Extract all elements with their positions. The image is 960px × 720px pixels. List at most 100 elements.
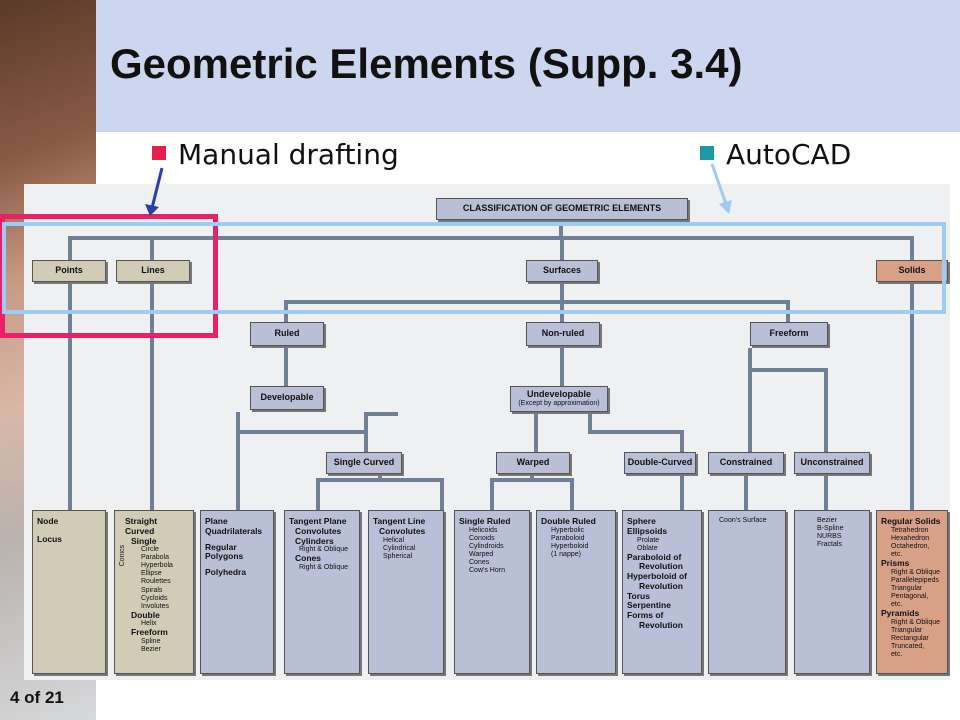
list-item: Cones: [469, 558, 490, 566]
list-item: Cow's Horn: [469, 567, 505, 574]
single-ruled-label: Single Ruled: [459, 516, 511, 526]
straight-label: Straight: [125, 516, 158, 526]
list-item: Octahedron,: [891, 542, 930, 550]
list-item: Torus: [627, 590, 650, 601]
single-label: Single: [131, 535, 157, 546]
double-label: Double: [131, 609, 160, 620]
square-bullet-icon: [700, 146, 714, 160]
pyramids-label: Pyramids: [881, 607, 920, 618]
locus-label: Locus: [37, 533, 63, 544]
slide-number: 4 of 21: [10, 688, 64, 707]
cones-label: Cones: [295, 553, 321, 564]
unconstrained-column: Bezier B-Spline NURBS Fractals: [794, 510, 870, 674]
list-item: Rectangular: [891, 634, 929, 642]
legend-autocad-label: AutoCAD: [726, 138, 852, 171]
list-item: Helix: [141, 620, 157, 628]
classification-diagram: CLASSIFICATION OF GEOMETRIC ELEMENTS Poi…: [24, 184, 950, 680]
list-item: Ellipse: [141, 570, 162, 578]
list-item: Right & Oblique: [299, 564, 349, 572]
lines-box: Lines: [116, 260, 190, 282]
list-item: Helicoids: [469, 526, 498, 534]
double-ruled-column: Double Ruled Hyperbolic Paraboloid Hyper…: [536, 510, 616, 674]
freeform-label: Freeform: [131, 627, 168, 638]
undevelopable-label: Undevelopable: [526, 389, 591, 400]
lines-column: Conics Straight Curved Single Circle Par…: [114, 510, 194, 674]
list-item: Fractals: [817, 541, 842, 549]
legend-manual-label: Manual drafting: [178, 138, 399, 171]
regular-solids-label: Regular Solids: [881, 516, 941, 526]
warped-box: Warped: [496, 452, 570, 474]
nonruled-box: Non-ruled: [526, 322, 600, 346]
curved-label: Curved: [125, 525, 155, 536]
regular-label: Regular: [205, 541, 237, 552]
list-item: Roulettes: [141, 578, 171, 586]
undevelopable-note: (Except by approximation): [518, 400, 600, 408]
tangent-plane-column: Tangent Plane Convolutes Cylinders Right…: [284, 510, 360, 674]
list-item: Conoids: [469, 534, 495, 542]
points-column: Node Locus: [32, 510, 106, 674]
autocad-arrow-icon: [710, 163, 732, 214]
list-item: etc.: [891, 550, 903, 558]
list-item: Cycloids: [141, 594, 168, 602]
single-curved-box: Single Curved: [326, 452, 402, 474]
list-item: Hyperboloid: [551, 542, 589, 550]
prisms-label: Prisms: [881, 557, 910, 568]
list-item: Hyperbola: [141, 562, 173, 570]
undevelopable-box: Undevelopable (Except by approximation): [510, 386, 608, 412]
manual-arrow-icon: [145, 167, 164, 216]
double-curved-box: Double-Curved: [624, 452, 696, 474]
convolutes-label: Convolutes: [295, 525, 342, 536]
list-item: Hyperboloid of: [627, 571, 687, 582]
ellipsoids-label: Ellipsoids: [627, 525, 668, 536]
sphere-label: Sphere: [627, 516, 656, 526]
header-band: [96, 0, 960, 132]
ruled-box: Ruled: [250, 322, 324, 346]
list-item: Parabola: [141, 554, 170, 562]
legend-manual: Manual drafting: [152, 138, 399, 171]
autocad-highlight-box: [2, 222, 946, 314]
list-item: Paraboloid of: [627, 551, 682, 562]
list-item: Cylindroids: [469, 542, 504, 550]
double-ruled-label: Double Ruled: [541, 516, 596, 526]
points-box: Points: [32, 260, 106, 282]
list-item: Triangular: [891, 626, 923, 634]
surfaces-box: Surfaces: [526, 260, 598, 282]
list-item: Involutes: [141, 602, 170, 610]
list-item: Parallelepipeds: [891, 576, 939, 584]
list-item: etc.: [891, 650, 903, 658]
unconstrained-box: Unconstrained: [794, 452, 870, 474]
tangent-line-label: Tangent Line: [373, 516, 426, 526]
list-item: Forms of: [627, 610, 664, 621]
list-item: Spherical: [383, 552, 413, 560]
list-item: Revolution: [639, 561, 683, 572]
list-item: Revolution: [639, 580, 683, 591]
list-item: Paraboloid: [551, 534, 585, 542]
list-item: Bezier: [141, 646, 161, 654]
list-item: Hyperbolic: [551, 526, 585, 534]
constrained-box: Constrained: [708, 452, 784, 474]
list-item: Helical: [383, 536, 405, 544]
single-ruled-column: Single Ruled Helicoids Conoids Cylindroi…: [454, 510, 530, 674]
node-label: Node: [37, 516, 59, 526]
list-item: Coon's Surface: [719, 517, 767, 524]
cylinders-label: Cylinders: [295, 535, 334, 546]
list-item: Circle: [141, 546, 159, 554]
list-item: NURBS: [817, 533, 842, 541]
planes-column: Plane Quadrilaterals Regular Polygons Po…: [200, 510, 274, 674]
list-item: Tetrahedron: [891, 526, 929, 534]
constrained-column: Coon's Surface: [708, 510, 786, 674]
list-item: etc.: [891, 600, 903, 608]
convolutes-label: Convolutes: [379, 525, 426, 536]
square-bullet-icon: [152, 146, 166, 160]
polyhedra-label: Polyhedra: [205, 567, 247, 578]
list-item: Bezier: [817, 517, 837, 524]
legend-autocad: AutoCAD: [700, 138, 851, 171]
quadrilaterals-label: Quadrilaterals: [205, 525, 263, 536]
polygons-label: Polygons: [205, 551, 244, 562]
plane-label: Plane: [205, 516, 228, 526]
list-item: Serpentine: [627, 600, 671, 611]
list-item: Hexahedron: [891, 534, 930, 542]
list-item: Right & Oblique: [891, 568, 941, 576]
list-item: Oblate: [637, 544, 658, 552]
tangent-plane-label: Tangent Plane: [289, 516, 347, 526]
